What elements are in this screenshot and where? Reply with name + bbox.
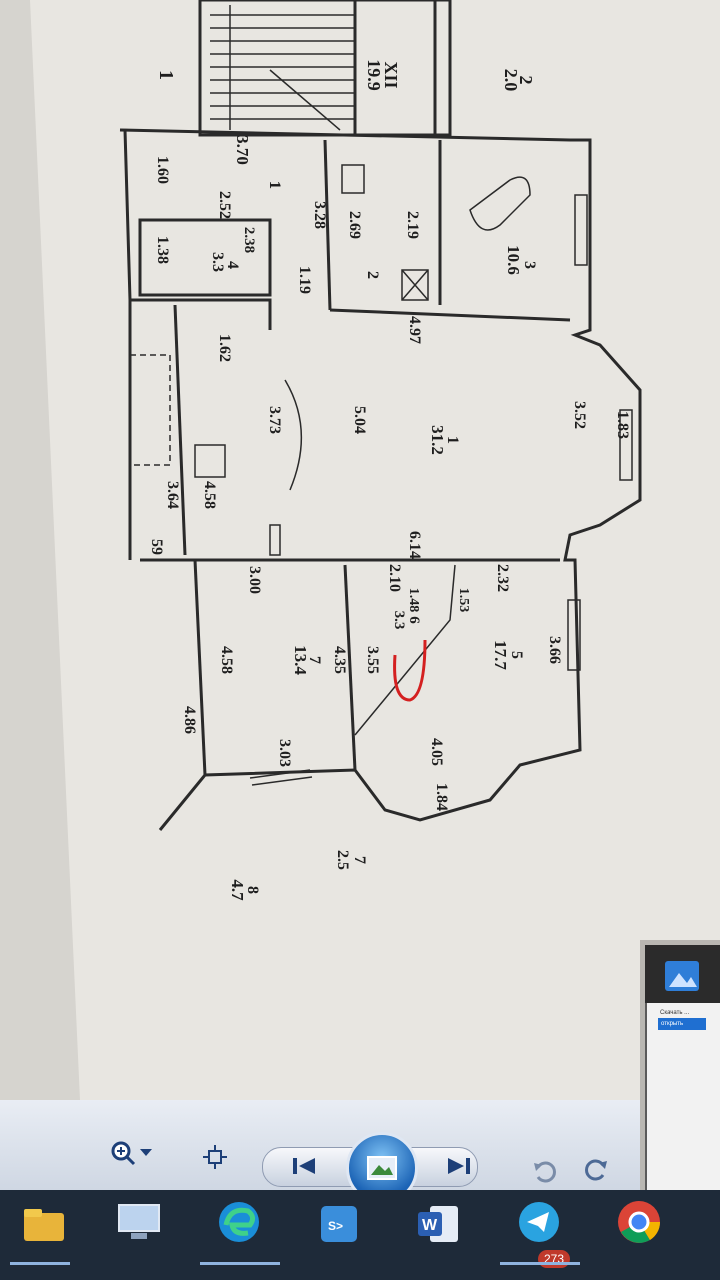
next-icon[interactable] [445,1152,473,1180]
plan-label-l-2-52: 2.52 [216,191,233,219]
plan-label-l-1b: 1 [266,181,283,189]
paper-sheet [0,0,720,1110]
plan-label-l-59: 59 [148,539,165,555]
plan-label-l-5-04: 5.04 [351,406,368,434]
plan-label-l-3-73: 3.73 [266,406,283,434]
plan-label-l-4-97: 4.97 [406,316,423,344]
telegram-unread-badge: 273 [538,1250,570,1268]
plan-label-l-2-32: 2.32 [494,564,511,592]
plan-label-l-5: 5 [508,651,525,659]
thumbnail-open-button[interactable]: открыть [658,1018,706,1030]
plan-label-l-7: 7 [306,656,323,664]
plan-label-l-6: 6 [406,616,422,624]
plan-label-l-2-38: 2.38 [241,227,257,253]
zoom-icon[interactable] [108,1138,138,1168]
plan-label-l-13-4: 13.4 [291,645,310,675]
plan-label-l-4-35: 4.35 [331,646,348,674]
plan-label-l-1-83: 1.83 [614,411,631,439]
plan-label-l-3-3: 3.3 [209,252,226,272]
plan-label-l-3-70: 3.70 [233,135,252,165]
thumbnail-text-1: Скачать ... [660,1010,690,1016]
plan-label-l-3-3b: 3.3 [391,611,407,630]
plan-label-l-3-55: 3.55 [364,646,381,674]
plan-label-l-17-7: 17.7 [491,640,510,670]
file-explorer-icon[interactable] [20,1200,68,1248]
plan-label-l-xii: XII [381,61,401,88]
plan-label-l-4: 4 [224,261,241,269]
plan-label-l-1-62: 1.62 [216,334,233,362]
previous-icon[interactable] [290,1152,318,1180]
edge-active-indicator [200,1262,280,1265]
plan-label-l-1a: 1 [155,70,177,80]
rotate-right-icon[interactable] [583,1155,611,1183]
plan-label-l-1-53: 1.53 [456,588,471,613]
plan-label-l-1d: 1 [444,436,461,444]
plan-label-l-1-19: 1.19 [296,266,313,294]
plan-label-l-2-0: 2.0 [501,69,521,92]
apartment-walls [119,128,642,831]
plan-label-l-2-5: 2.5 [334,850,351,870]
plan-label-l-1-60: 1.60 [154,156,171,184]
word-icon[interactable]: W [415,1200,463,1248]
plan-label-l-1-48: 1.48 [406,588,421,613]
plan-label-l-4-58b: 4.58 [218,646,235,674]
plan-label-l-4-7: 4.7 [228,879,247,901]
plan-label-l-3-00: 3.00 [246,566,263,594]
plan-label-l-4-05: 4.05 [428,738,445,766]
telegram-active-indicator [500,1262,580,1265]
plan-label-l-6-14: 6.14 [406,531,423,559]
actual-size-icon[interactable] [200,1142,230,1172]
edge-icon[interactable] [215,1198,263,1246]
plan-labels: 22.0XII19.9113.701.601.382.522.3843.313.… [148,59,631,901]
plan-label-l-2-69: 2.69 [346,211,363,239]
plan-label-l-3-52: 3.52 [571,401,588,429]
plan-label-l-1c: 1 [266,181,283,189]
slideshow-icon [367,1156,397,1180]
plan-label-l-3-66: 3.66 [546,636,563,664]
thumbnail-header [645,945,720,1003]
chrome-icon[interactable] [615,1198,663,1246]
plan-label-l-3-03: 3.03 [276,739,293,767]
plan-label-l-2-10: 2.10 [386,564,403,592]
paper-shadow [0,0,80,1100]
photo-app-icon [665,961,699,991]
plan-label-l-3-28: 3.28 [311,201,328,229]
telegram-icon[interactable] [515,1198,563,1246]
plan-label-l-4-86: 4.86 [181,706,198,734]
app-icon[interactable]: S> [315,1200,363,1248]
computer-icon[interactable] [115,1198,163,1246]
red-annotation-mark [393,639,427,702]
plan-label-l-3-64: 3.64 [164,481,181,509]
plan-label-l-4-58a: 4.58 [201,481,218,509]
plan-label-l-31-2: 31.2 [428,425,447,455]
svg-text:S>: S> [328,1219,343,1233]
plan-label-l-1-38: 1.38 [154,236,171,264]
plan-label-l-7b: 7 [351,856,368,864]
plan-label-l-19-9: 19.9 [364,59,384,91]
rotate-left-icon[interactable] [530,1157,558,1185]
explorer-active-indicator [10,1262,70,1265]
plan-label-l-2-19: 2.19 [404,211,421,239]
chevron-down-icon[interactable] [138,1145,154,1161]
plan-label-l-1-84: 1.84 [433,783,450,811]
plan-label-l-8: 8 [244,886,261,894]
plan-label-l-10-6: 10.6 [504,245,523,275]
plan-label-l-3: 3 [521,261,538,269]
svg-text:W: W [422,1217,438,1234]
plan-label-l-2: 2 [516,76,536,85]
plan-label-l-2b: 2 [364,271,381,279]
